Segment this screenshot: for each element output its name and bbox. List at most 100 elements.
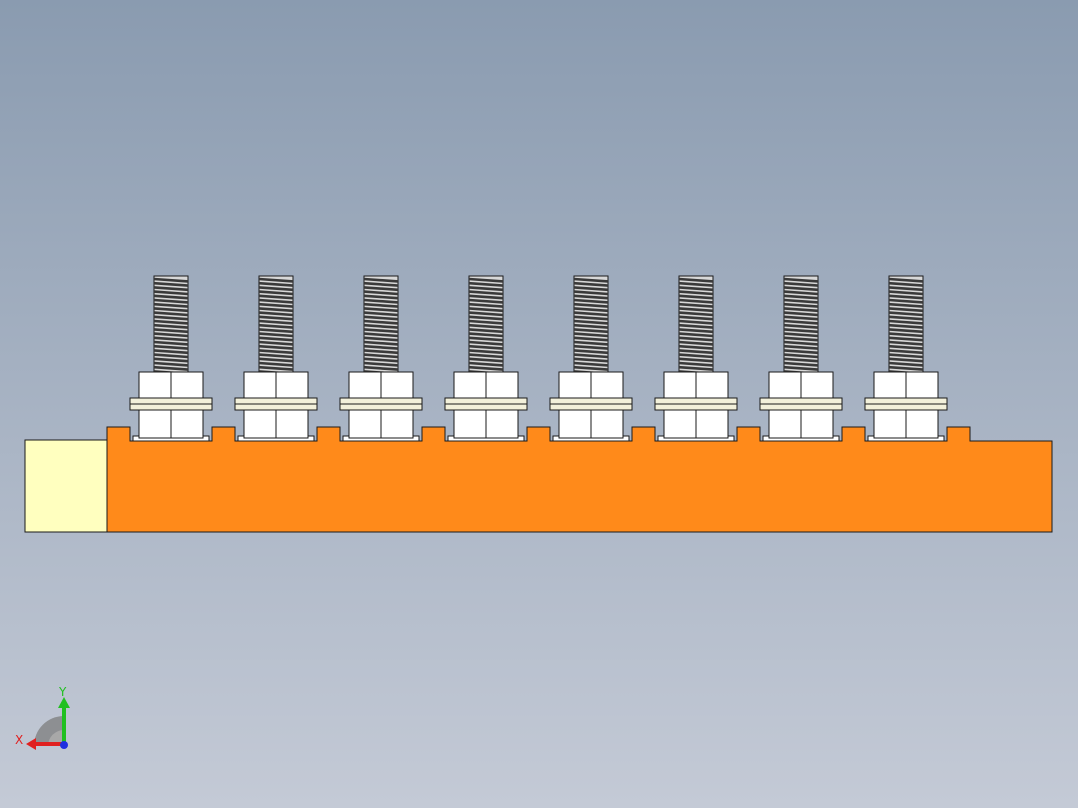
x-axis-label: X [15,733,23,747]
washer-top [549,397,633,405]
thread-line [468,361,504,367]
threaded-stud[interactable] [258,275,294,376]
thread-line [258,365,294,371]
thread-line [363,349,399,355]
bus-bar-body[interactable] [106,426,1053,533]
threaded-stud[interactable] [888,275,924,376]
nut-stack[interactable] [129,371,213,442]
thread-line [783,311,819,317]
thread-line [783,281,819,287]
thread-line [153,365,189,371]
thread-line [888,290,924,296]
thread-line [573,307,609,313]
thread-line [468,332,504,338]
thread-line [153,311,189,317]
thread-line [573,328,609,334]
thread-line [258,332,294,338]
thread-line [888,307,924,313]
thread-line [153,319,189,325]
thread-line [573,311,609,317]
thread-line [678,290,714,296]
thread-line [468,357,504,363]
thread-line [783,298,819,304]
thread-line [573,302,609,308]
thread-line [888,365,924,371]
thread-line [678,302,714,308]
thread-line [678,277,714,283]
bus-bar-group[interactable] [24,426,1053,533]
thread-line [888,340,924,346]
thread-line [888,311,924,317]
thread-line [468,277,504,283]
washer-bottom [339,403,423,411]
thread-line [468,315,504,321]
thread-line [678,298,714,304]
thread-line [258,361,294,367]
thread-line [363,311,399,317]
nut-stack[interactable] [864,371,948,442]
thread-line [573,344,609,350]
axis-triad: Y X [15,685,70,750]
thread-line [888,361,924,367]
thread-line [888,281,924,287]
thread-line [678,340,714,346]
thread-line [258,311,294,317]
thread-line [783,332,819,338]
thread-line [153,328,189,334]
washer-top [654,397,738,405]
thread-line [783,307,819,313]
thread-line [888,332,924,338]
thread-line [573,315,609,321]
thread-line [783,336,819,342]
thread-line [888,336,924,342]
thread-line [783,349,819,355]
thread-line [258,298,294,304]
thread-line [888,344,924,350]
thread-line [363,286,399,292]
washer-bottom [759,403,843,411]
thread-line [888,298,924,304]
thread-line [888,319,924,325]
thread-line [678,319,714,325]
thread-line [468,319,504,325]
thread-line [678,315,714,321]
thread-line [258,349,294,355]
thread-line [573,298,609,304]
threaded-stud[interactable] [678,275,714,376]
thread-line [153,361,189,367]
nut-stack[interactable] [654,371,738,442]
thread-line [783,319,819,325]
thread-line [153,281,189,287]
thread-line [363,298,399,304]
nut-stack[interactable] [234,371,318,442]
thread-line [363,319,399,325]
nut-stack[interactable] [759,371,843,442]
nut-stack[interactable] [549,371,633,442]
thread-line [888,302,924,308]
threaded-stud[interactable] [153,275,189,376]
threaded-stud[interactable] [468,275,504,376]
thread-line [888,286,924,292]
thread-line [783,302,819,308]
threaded-stud[interactable] [363,275,399,376]
thread-line [678,344,714,350]
thread-line [783,294,819,300]
thread-line [783,323,819,329]
thread-line [468,323,504,329]
thread-line [363,336,399,342]
threaded-stud[interactable] [573,275,609,376]
thread-line [678,365,714,371]
nut-stack[interactable] [444,371,528,442]
thread-line [258,336,294,342]
end-cap-block[interactable] [24,439,108,533]
thread-line [888,328,924,334]
thread-line [468,340,504,346]
thread-line [468,349,504,355]
threaded-stud[interactable] [783,275,819,376]
thread-line [258,281,294,287]
thread-line [363,307,399,313]
nut-stack[interactable] [339,371,423,442]
thread-line [468,365,504,371]
